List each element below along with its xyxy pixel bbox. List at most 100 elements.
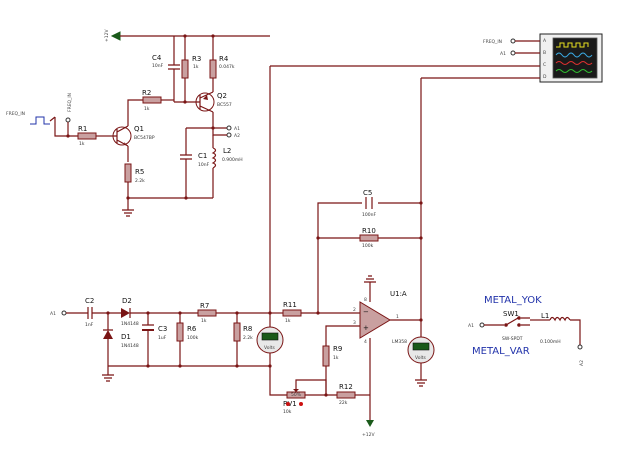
d1-val: 1N4148 xyxy=(121,343,139,349)
terminal-a1-out-label: A1 xyxy=(234,126,240,132)
resistor-r10[interactable]: R10 100k xyxy=(359,227,379,249)
capacitor-c4[interactable]: C4 10nF xyxy=(152,54,180,102)
transistor-q2[interactable]: Q2 BC557 xyxy=(195,91,232,128)
u1a-pin3: 3 xyxy=(353,320,356,326)
resistor-r11[interactable]: R11 1k xyxy=(270,301,360,324)
terminal-a2-sw[interactable] xyxy=(577,344,583,350)
potentiometer-rv1[interactable]: 50% RV1 10k xyxy=(269,366,306,415)
voltmeter-1[interactable]: Volts xyxy=(256,313,284,366)
svg-text:−: − xyxy=(363,308,369,316)
r8-val: 2.2k xyxy=(243,335,253,341)
switch-sw1[interactable]: SW1 SW-SPDT xyxy=(502,310,523,342)
freq-in-scope-label: FREQ_IN xyxy=(483,39,502,45)
terminal-a1-out[interactable] xyxy=(226,125,232,131)
terminal-a2-out-label: A2 xyxy=(234,133,240,139)
c3-val: 1uF xyxy=(158,335,167,341)
r10-ref: R10 xyxy=(362,227,376,235)
inductor-l1[interactable]: L1 0.100mH xyxy=(540,312,581,345)
r11-val: 1k xyxy=(285,318,291,324)
inductor-l2[interactable]: L2 0.900mH xyxy=(211,135,243,198)
capacitor-c5[interactable]: C5 100nF xyxy=(362,189,378,218)
q2-val: BC557 xyxy=(217,102,232,108)
c2-ref: C2 xyxy=(85,297,94,305)
l1-ref: L1 xyxy=(541,312,549,320)
r9-ref: R9 xyxy=(333,345,342,353)
u1a-val: LM358 xyxy=(392,339,407,345)
c1-ref: C1 xyxy=(198,152,207,160)
r10-val: 100k xyxy=(362,243,374,249)
scope-ch-a: A xyxy=(543,38,547,44)
r1-val: 1k xyxy=(79,141,85,147)
u1a-pin8: 8 xyxy=(364,297,367,303)
a1-scope-label: A1 xyxy=(500,51,506,57)
oscilloscope[interactable]: A B C D xyxy=(539,33,603,83)
opamp-u1a[interactable]: U1:A 2 3 1 8 4 LM358 − + xyxy=(353,290,407,345)
sw1-val: SW-SPDT xyxy=(502,336,523,342)
r1-ref: R1 xyxy=(78,125,87,133)
capacitor-c1[interactable]: C1 10nF xyxy=(180,128,210,198)
c4-val: 10nF xyxy=(152,63,164,69)
diode-d2[interactable]: D2 1N4148 xyxy=(121,297,270,327)
power-rail-top: +12V xyxy=(104,29,270,60)
a2-sw-label: A2 xyxy=(579,360,585,366)
rv1-inc-button[interactable] xyxy=(299,402,303,406)
svg-text:+: + xyxy=(363,324,369,332)
a1-left-label: A1 xyxy=(50,311,56,317)
resistor-r7[interactable]: R7 1k xyxy=(197,302,217,324)
c5-val: 100nF xyxy=(362,212,376,218)
ground-icon xyxy=(122,209,134,217)
freq-in-left-label: FREQ_IN xyxy=(6,111,25,117)
r4-val: 0.047k xyxy=(219,64,235,70)
terminal-freq-in-scope[interactable] xyxy=(510,38,516,44)
r6-val: 100k xyxy=(187,335,199,341)
terminal-a1-sw[interactable] xyxy=(479,322,485,328)
annotation-metal-var: METAL_VAR xyxy=(472,346,530,357)
voltmeter-2[interactable]: Volts xyxy=(407,320,435,380)
power-label-top: +12V xyxy=(104,29,110,42)
capacitor-c3[interactable]: C3 1uF xyxy=(142,313,167,366)
resistor-r12[interactable]: R12 22k xyxy=(336,383,370,406)
ground-icon-bottom xyxy=(102,366,114,382)
c5-ref: C5 xyxy=(363,189,372,197)
annotation-metal-yok: METAL_YOK xyxy=(484,295,542,306)
ground-icon-vm2 xyxy=(415,379,427,387)
r2-ref: R2 xyxy=(142,89,151,97)
c3-ref: C3 xyxy=(158,325,167,333)
power-arrow-icon xyxy=(110,31,121,41)
terminal-a2-out[interactable] xyxy=(226,132,232,138)
terminal-freq-in-vert[interactable] xyxy=(65,117,71,123)
u1a-pin1: 1 xyxy=(396,314,399,320)
terminal-a1-left[interactable] xyxy=(61,310,67,316)
terminal-a1-scope[interactable] xyxy=(510,50,516,56)
resistor-r4[interactable]: R4 0.047k xyxy=(209,55,235,92)
d1-ref: D1 xyxy=(121,333,131,341)
rv1-dec-button[interactable] xyxy=(286,402,290,406)
resistor-r2[interactable]: R2 1k xyxy=(127,89,174,112)
u1a-ref: U1:A xyxy=(390,290,407,298)
resistor-r8[interactable]: R8 2.2k xyxy=(233,313,253,366)
u1a-pin2: 2 xyxy=(353,307,356,313)
scope-ch-c: C xyxy=(543,62,546,68)
voltmeter-1-label: Volts xyxy=(264,345,275,351)
c1-val: 10nF xyxy=(198,162,210,168)
resistor-r9[interactable]: R9 1k xyxy=(322,325,360,395)
resistor-r6[interactable]: R6 100k xyxy=(176,313,199,366)
r5-ref: R5 xyxy=(135,168,144,176)
l1-val: 0.100mH xyxy=(540,339,561,345)
capacitor-c2[interactable]: C2 1nF xyxy=(85,297,121,328)
diode-d1[interactable]: D1 1N4148 xyxy=(103,313,139,366)
transistor-q1[interactable]: Q1 BC547BP xyxy=(112,106,155,162)
scope-ch-d: D xyxy=(543,74,547,80)
resistor-r5[interactable]: R5 2.2k xyxy=(124,163,145,210)
d2-val: 1N4148 xyxy=(121,321,139,327)
resistor-r1[interactable]: R1 1k xyxy=(77,125,112,147)
r8-ref: R8 xyxy=(243,325,252,333)
power-arrow-bottom-icon xyxy=(366,420,374,427)
freq-in-source[interactable]: FREQ_IN xyxy=(6,111,56,125)
r6-ref: R6 xyxy=(187,325,197,333)
r4-ref: R4 xyxy=(219,55,229,63)
r3-val: 1k xyxy=(193,64,199,70)
resistor-r3[interactable]: R3 1k xyxy=(181,55,201,102)
